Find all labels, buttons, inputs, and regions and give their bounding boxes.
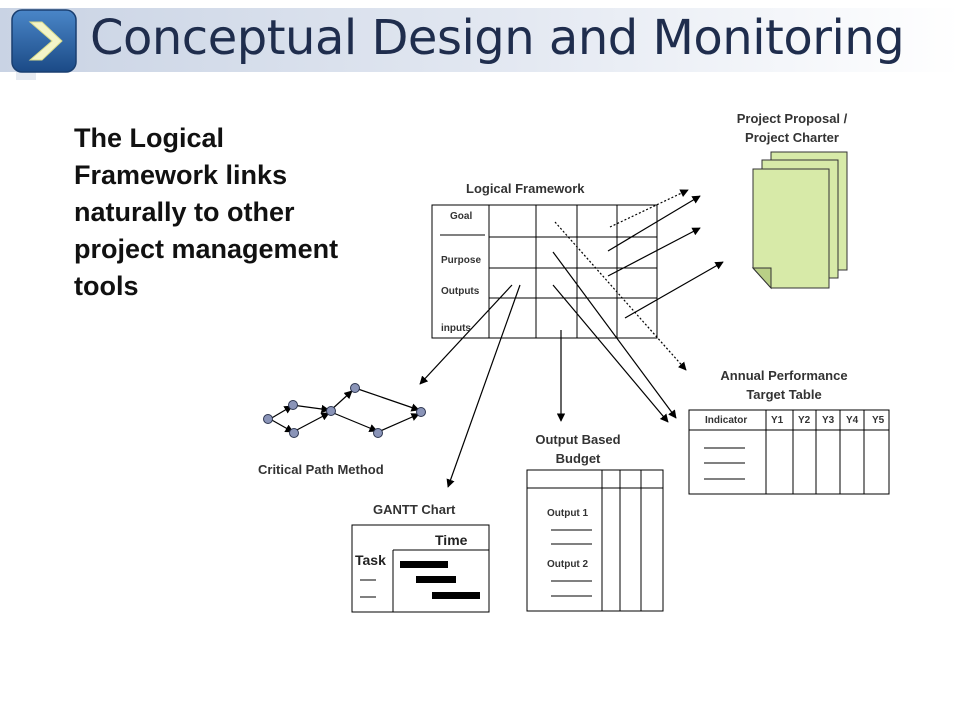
logframe-row-inputs: inputs — [441, 323, 471, 334]
chevron-icon — [11, 9, 77, 73]
performance-header-y2: Y2 — [798, 415, 811, 426]
logframe-title: Logical Framework — [466, 181, 585, 196]
budget-title-line1: Output Based — [535, 432, 621, 447]
gantt-bars — [400, 561, 480, 599]
performance-header-y1: Y1 — [771, 415, 784, 426]
logframe-row-outputs: Outputs — [441, 286, 480, 297]
proposal-title-line2: Project Charter — [745, 130, 839, 145]
intro-text: The Logical Framework links naturally to… — [74, 123, 339, 301]
critical-path-nodes — [263, 383, 426, 438]
budget-table — [526, 469, 664, 612]
proposal-document-icon — [751, 151, 848, 290]
title-bar — [0, 0, 960, 80]
proposal-title-line1: Project Proposal / — [736, 111, 848, 126]
slide-title: Conceptual Design and Monitoring — [90, 10, 905, 66]
gantt-time-label: Time — [435, 532, 468, 548]
performance-header-indicator: Indicator — [705, 415, 748, 426]
title-bar-background — [0, 8, 960, 80]
gantt-bar-1 — [400, 561, 448, 568]
connector-arrows — [419, 189, 724, 488]
gantt-title: GANTT Chart — [373, 502, 456, 517]
performance-header-y4: Y4 — [846, 415, 859, 426]
critical-path-network — [269, 387, 420, 433]
logframe-row-goal: Goal — [450, 211, 473, 222]
budget-title-line2: Budget — [555, 451, 601, 466]
gantt-task-label: Task — [355, 552, 386, 568]
performance-header-y5: Y5 — [872, 415, 885, 426]
performance-title-line2: Target Table — [746, 387, 822, 402]
budget-row-output1: Output 1 — [547, 508, 589, 519]
cpm-title: Critical Path Method — [258, 462, 384, 477]
logframe-grid — [431, 204, 658, 339]
performance-title-line1: Annual Performance — [720, 368, 848, 383]
gantt-bar-3 — [432, 592, 480, 599]
performance-header-y3: Y3 — [822, 415, 835, 426]
performance-table — [688, 409, 890, 495]
logframe-row-purpose: Purpose — [441, 255, 482, 266]
gantt-bar-2 — [416, 576, 456, 583]
budget-row-output2: Output 2 — [547, 559, 589, 570]
